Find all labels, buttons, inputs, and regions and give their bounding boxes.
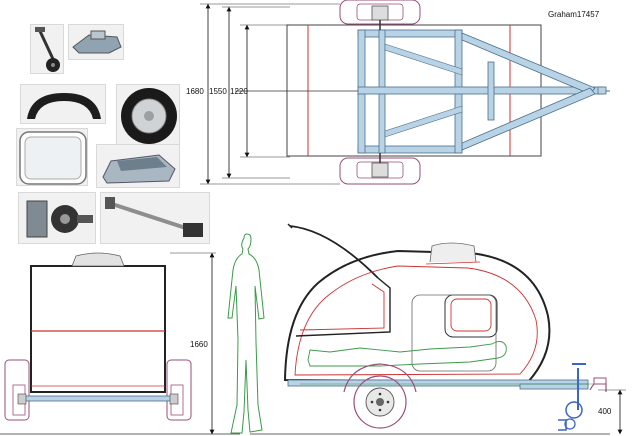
fender-icon	[27, 93, 101, 119]
hub-assembly-photo	[18, 192, 96, 244]
wheel-icon	[121, 88, 177, 144]
window-icon	[19, 131, 87, 185]
height-label: 1660	[190, 340, 208, 349]
axle-photo	[100, 192, 210, 244]
width-outer-label: 1680	[186, 87, 204, 96]
wheel-photo	[116, 84, 180, 146]
sleeping-figure	[307, 341, 507, 367]
author-credit: Graham17457	[548, 10, 600, 19]
human-figure-outline	[227, 233, 265, 434]
tow-hitch-icon	[72, 30, 122, 54]
jockey-wheel-icon	[35, 27, 60, 72]
width-mid-label: 1550	[209, 87, 227, 96]
roof-vent-photo	[96, 144, 180, 188]
fender-photo	[20, 84, 106, 124]
roof-vent-icon	[102, 154, 176, 184]
width-inner-label: 1220	[230, 87, 248, 96]
tow-hitch-photo	[68, 24, 124, 60]
hub-icon	[26, 200, 93, 238]
side-view	[250, 223, 626, 435]
front-view	[0, 252, 240, 435]
axle-icon	[105, 197, 203, 237]
window-photo	[16, 128, 88, 186]
jockey-wheel-photo	[30, 24, 64, 74]
hitch-height-label: 400	[598, 407, 612, 416]
top-view-plan	[200, 0, 610, 185]
